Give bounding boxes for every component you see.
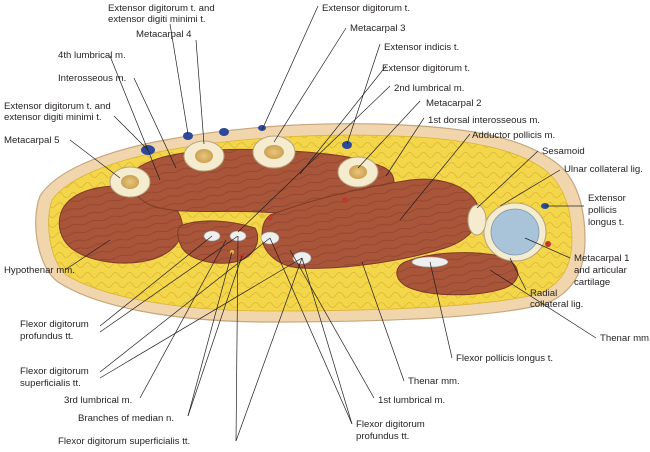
sesamoid-bone [467,204,487,236]
label-fdp-bottom-line1: Flexor digitorum [356,419,425,430]
label-radial-collateral-line1: Radial [530,288,557,299]
label-metacarpal-1-line1: Metacarpal 1 [574,253,629,264]
label-ulnar-collateral: Ulnar collateral lig. [564,164,643,175]
label-fdp-left-line2: profundus tt. [20,331,73,342]
label-fds-bottom: Flexor digitorum superficialis tt. [58,436,190,447]
label-metacarpal-5: Metacarpal 5 [4,135,59,146]
label-fds-left-line2: superficialis tt. [20,378,81,389]
vessel-4 [545,241,551,247]
extensor-tendon-4a [183,132,193,140]
label-fds-left-line1: Flexor digitorum [20,366,89,377]
vessel-2 [267,215,273,221]
label-4th-lumbrical: 4th lumbrical m. [58,50,126,61]
label-ext-pollicis-line2: pollicis [588,205,617,216]
adductor-pollicis-muscle [261,178,480,269]
label-branches-median-nerve: Branches of median n. [78,413,174,424]
vessel-3 [342,197,348,203]
label-sesamoid: Sesamoid [542,146,585,157]
nerve-2 [259,213,265,219]
label-metacarpal-2: Metacarpal 2 [426,98,481,109]
label-radial-collateral-line2: collateral lig. [530,299,583,310]
label-flexor-pollicis-longus: Flexor pollicis longus t. [456,353,553,364]
label-adductor-pollicis: Adductor pollicis m. [472,130,555,141]
label-metacarpal-1-line3: cartilage [574,277,610,288]
label-ext-dig-min-left-line1: Extensor digitorum t. and [4,101,111,112]
labels: Extensor digitorum t. and extensor digit… [4,3,650,447]
label-2nd-lumbrical: 2nd lumbrical m. [394,83,464,94]
label-ext-pollicis-line1: Extensor [588,193,627,204]
anatomy [35,123,586,323]
label-metacarpal-3: Metacarpal 3 [350,23,405,34]
label-hypothenar: Hypothenar mm. [4,265,75,276]
label-metacarpal-4: Metacarpal 4 [136,29,192,40]
articular-cartilage [490,208,540,256]
extensor-tendon-4b [219,128,229,136]
label-interosseous: Interosseous m. [58,73,126,84]
label-extensor-digitorum-top: Extensor digitorum t. [322,3,410,14]
label-thenar-mid: Thenar mm. [408,376,460,387]
label-ext-pollicis-line3: longus t. [588,217,624,228]
label-extensor-digitorum-mid: Extensor digitorum t. [382,63,470,74]
label-metacarpal-1-line2: and articular [574,265,628,276]
label-ext-dig-min-top-line1: Extensor digitorum t. and [108,3,215,14]
label-extensor-indicis: Extensor indicis t. [384,42,459,53]
label-ext-dig-min-left-line2: extensor digiti minimi t. [4,112,102,123]
label-1st-dorsal-interosseous: 1st dorsal interosseous m. [428,115,540,126]
label-1st-lumbrical: 1st lumbrical m. [378,395,445,406]
label-thenar-right: Thenar mm. [600,333,650,344]
label-fdp-bottom-line2: profundus tt. [356,431,409,442]
label-fdp-left-line1: Flexor digitorum [20,319,89,330]
label-3rd-lumbrical: 3rd lumbrical m. [64,395,132,406]
extensor-tendon-3 [258,125,266,131]
label-ext-dig-min-top-line2: extensor digiti minimi t. [108,14,206,25]
leader-lines [64,5,597,442]
extensor-indicis-tendon [342,141,352,149]
